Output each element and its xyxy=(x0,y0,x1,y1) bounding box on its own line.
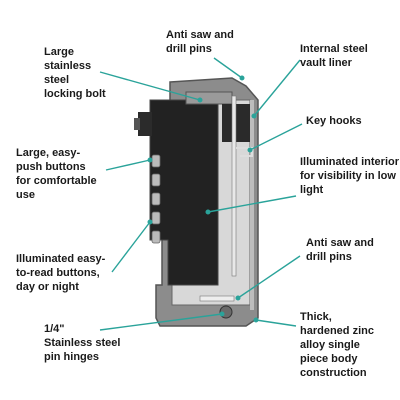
callout-push-buttons: Large, easy- push buttons for comfortabl… xyxy=(16,147,97,201)
push-button xyxy=(151,192,161,206)
push-button xyxy=(151,173,161,187)
callout-illuminated-buttons: Illuminated easy- to-read buttons, day o… xyxy=(16,253,106,293)
drill-pin-vertical xyxy=(231,95,237,277)
locking-bolt xyxy=(138,112,152,136)
callout-locking-bolt: Large stainless steel locking bolt xyxy=(44,46,106,100)
leader-bolt xyxy=(99,71,201,101)
leader-interior xyxy=(207,195,297,213)
leader-buttons xyxy=(105,159,151,171)
leader-pins-bottom xyxy=(237,255,301,299)
drill-pin-bottom xyxy=(199,295,235,302)
callout-pin-hinges: 1/4" Stainless steel pin hinges xyxy=(44,323,121,363)
callout-illuminated-interior: Illuminated interior for visibility in l… xyxy=(300,156,400,196)
push-button xyxy=(151,211,161,225)
leader-pins-top xyxy=(213,57,243,79)
callout-body-construction: Thick, hardened zinc alloy single piece … xyxy=(300,311,374,379)
leader-hooks xyxy=(249,123,303,151)
leader-body xyxy=(255,319,297,327)
keypad-block xyxy=(149,99,219,286)
callout-anti-saw-pins-top: Anti saw and drill pins xyxy=(166,29,234,55)
callout-anti-saw-pins-bottom: Anti saw and drill pins xyxy=(306,237,374,263)
liner-wall xyxy=(250,100,254,310)
push-button xyxy=(151,230,161,244)
callout-key-hooks: Key hooks xyxy=(306,115,362,127)
callout-vault-liner: Internal steel vault liner xyxy=(300,43,368,69)
push-button xyxy=(151,154,161,168)
leader-liner xyxy=(253,59,301,117)
locking-bolt-tip xyxy=(134,118,140,130)
leader-hinges xyxy=(99,313,223,331)
key-hook xyxy=(236,147,253,157)
leader-illum xyxy=(111,221,151,273)
